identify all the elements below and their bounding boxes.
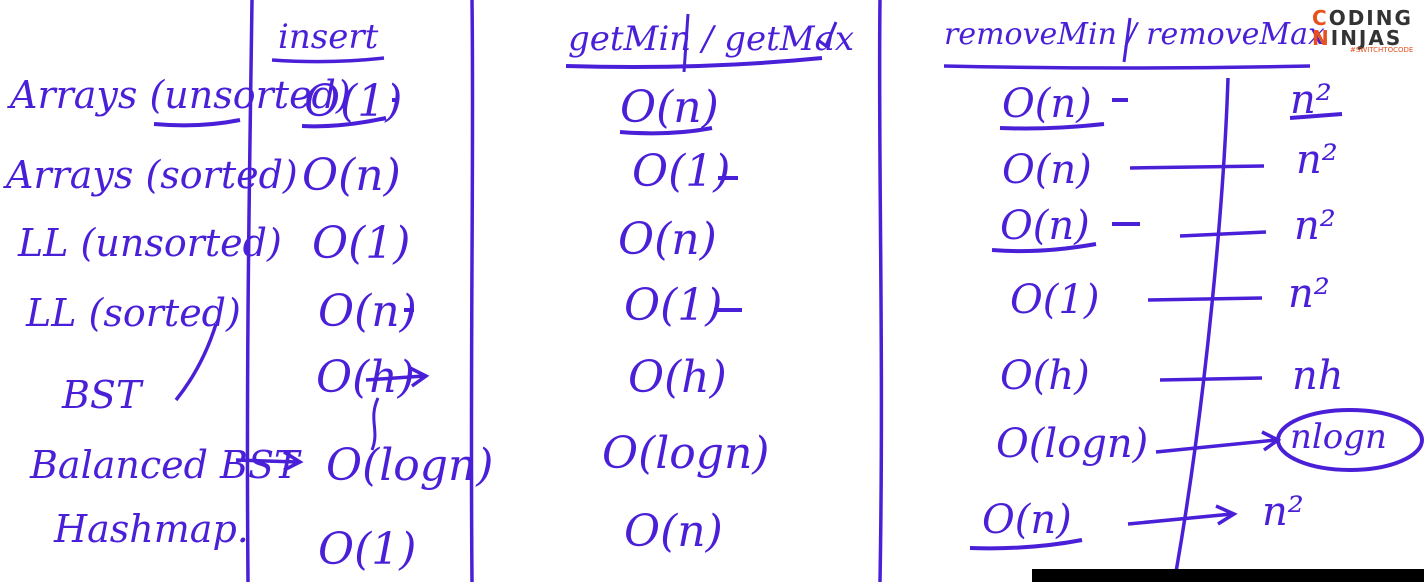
row1-total-underline <box>1289 112 1343 120</box>
curve-bst <box>174 323 218 402</box>
remove-cell: O(n) <box>1002 147 1092 193</box>
get-cell: O(logn) <box>602 428 770 479</box>
remove-total: n² <box>1290 77 1332 123</box>
row1-get-underline <box>619 126 713 136</box>
row-label: BST <box>62 373 142 417</box>
remove-total: n² <box>1262 489 1304 535</box>
circle-nlogn <box>1276 408 1424 472</box>
arrow-row6 <box>1155 430 1282 454</box>
remove-cell: O(1) <box>1010 277 1100 323</box>
remove-cell: O(h) <box>1000 353 1090 399</box>
get-cell: O(1) <box>632 146 731 197</box>
arrow-balanced-label <box>235 450 304 472</box>
insert-cell: O(h) <box>316 352 415 403</box>
remove-total: n² <box>1294 203 1336 249</box>
remove-underline <box>943 64 1311 70</box>
insert-cell: O(n) <box>302 150 401 201</box>
row-label: Arrays (sorted) <box>6 153 298 197</box>
get-underline <box>565 56 823 69</box>
logo-line-2: NINJAS <box>1312 26 1403 50</box>
remove-total: nh <box>1292 353 1344 399</box>
arrow-row7 <box>1127 504 1238 526</box>
line-row2 <box>1129 164 1265 170</box>
insert-underline <box>271 56 385 64</box>
insert-cell: O(1) <box>318 524 417 575</box>
coding-ninjas-logo: CODING NINJAS #SWITCHTOCODE <box>1312 6 1420 54</box>
row-label: Arrays (unsorted) <box>10 73 351 117</box>
column-divider-3 <box>877 0 884 582</box>
get-slash <box>682 13 690 73</box>
row1-label-underline <box>153 118 241 128</box>
squiggle-h <box>370 397 380 451</box>
line-row3 <box>1179 230 1267 238</box>
header-insert: insert <box>278 17 379 57</box>
row1-remove-underline <box>999 122 1105 131</box>
insert-cell: O(n) <box>318 286 417 337</box>
row3-remove-underline <box>991 242 1097 254</box>
remove-total: n² <box>1288 271 1330 317</box>
logo-line-1: CODING <box>1312 6 1413 30</box>
row1-insert-underline <box>301 116 387 129</box>
get-cell: O(n) <box>620 82 719 133</box>
header-getmin-getmax: getMin / getMax <box>568 19 855 59</box>
remove-cell: O(logn) <box>996 421 1149 467</box>
remove-total: n² <box>1296 137 1338 183</box>
get-check <box>817 21 838 49</box>
row-label: Hashmap. <box>54 507 249 551</box>
remove-cell: O(n) <box>1002 81 1092 127</box>
remove-cell: O(n) <box>982 497 1072 543</box>
insert-cell: O(1) <box>304 76 403 127</box>
column-divider-2 <box>469 0 475 582</box>
get-cell: O(n) <box>624 506 723 557</box>
remove-cell: O(n) <box>1000 203 1090 249</box>
header-removemin-removemax: removeMin / removeMax <box>944 17 1325 52</box>
remove-inner-divider <box>1174 77 1230 573</box>
row-label: LL (unsorted) <box>18 221 282 265</box>
insert-cell: O(logn) <box>326 440 494 491</box>
row-label: LL (sorted) <box>26 291 241 335</box>
line-row5 <box>1159 376 1263 382</box>
column-divider-1 <box>245 0 254 582</box>
remove-total: nlogn <box>1290 417 1387 457</box>
remove-slash <box>1122 17 1132 63</box>
get-cell: O(1) <box>624 280 723 331</box>
row7-remove-underline <box>969 538 1083 551</box>
row-label: Balanced BST <box>30 443 300 487</box>
arrow-bst-insert <box>365 366 430 388</box>
line-row4 <box>1147 296 1263 302</box>
logo-tagline: #SWITCHTOCODE <box>1350 46 1414 54</box>
get-cell: O(n) <box>618 214 717 265</box>
video-overlay-bar <box>1032 569 1424 582</box>
get-cell: O(h) <box>628 352 727 403</box>
insert-cell: O(1) <box>312 218 411 269</box>
